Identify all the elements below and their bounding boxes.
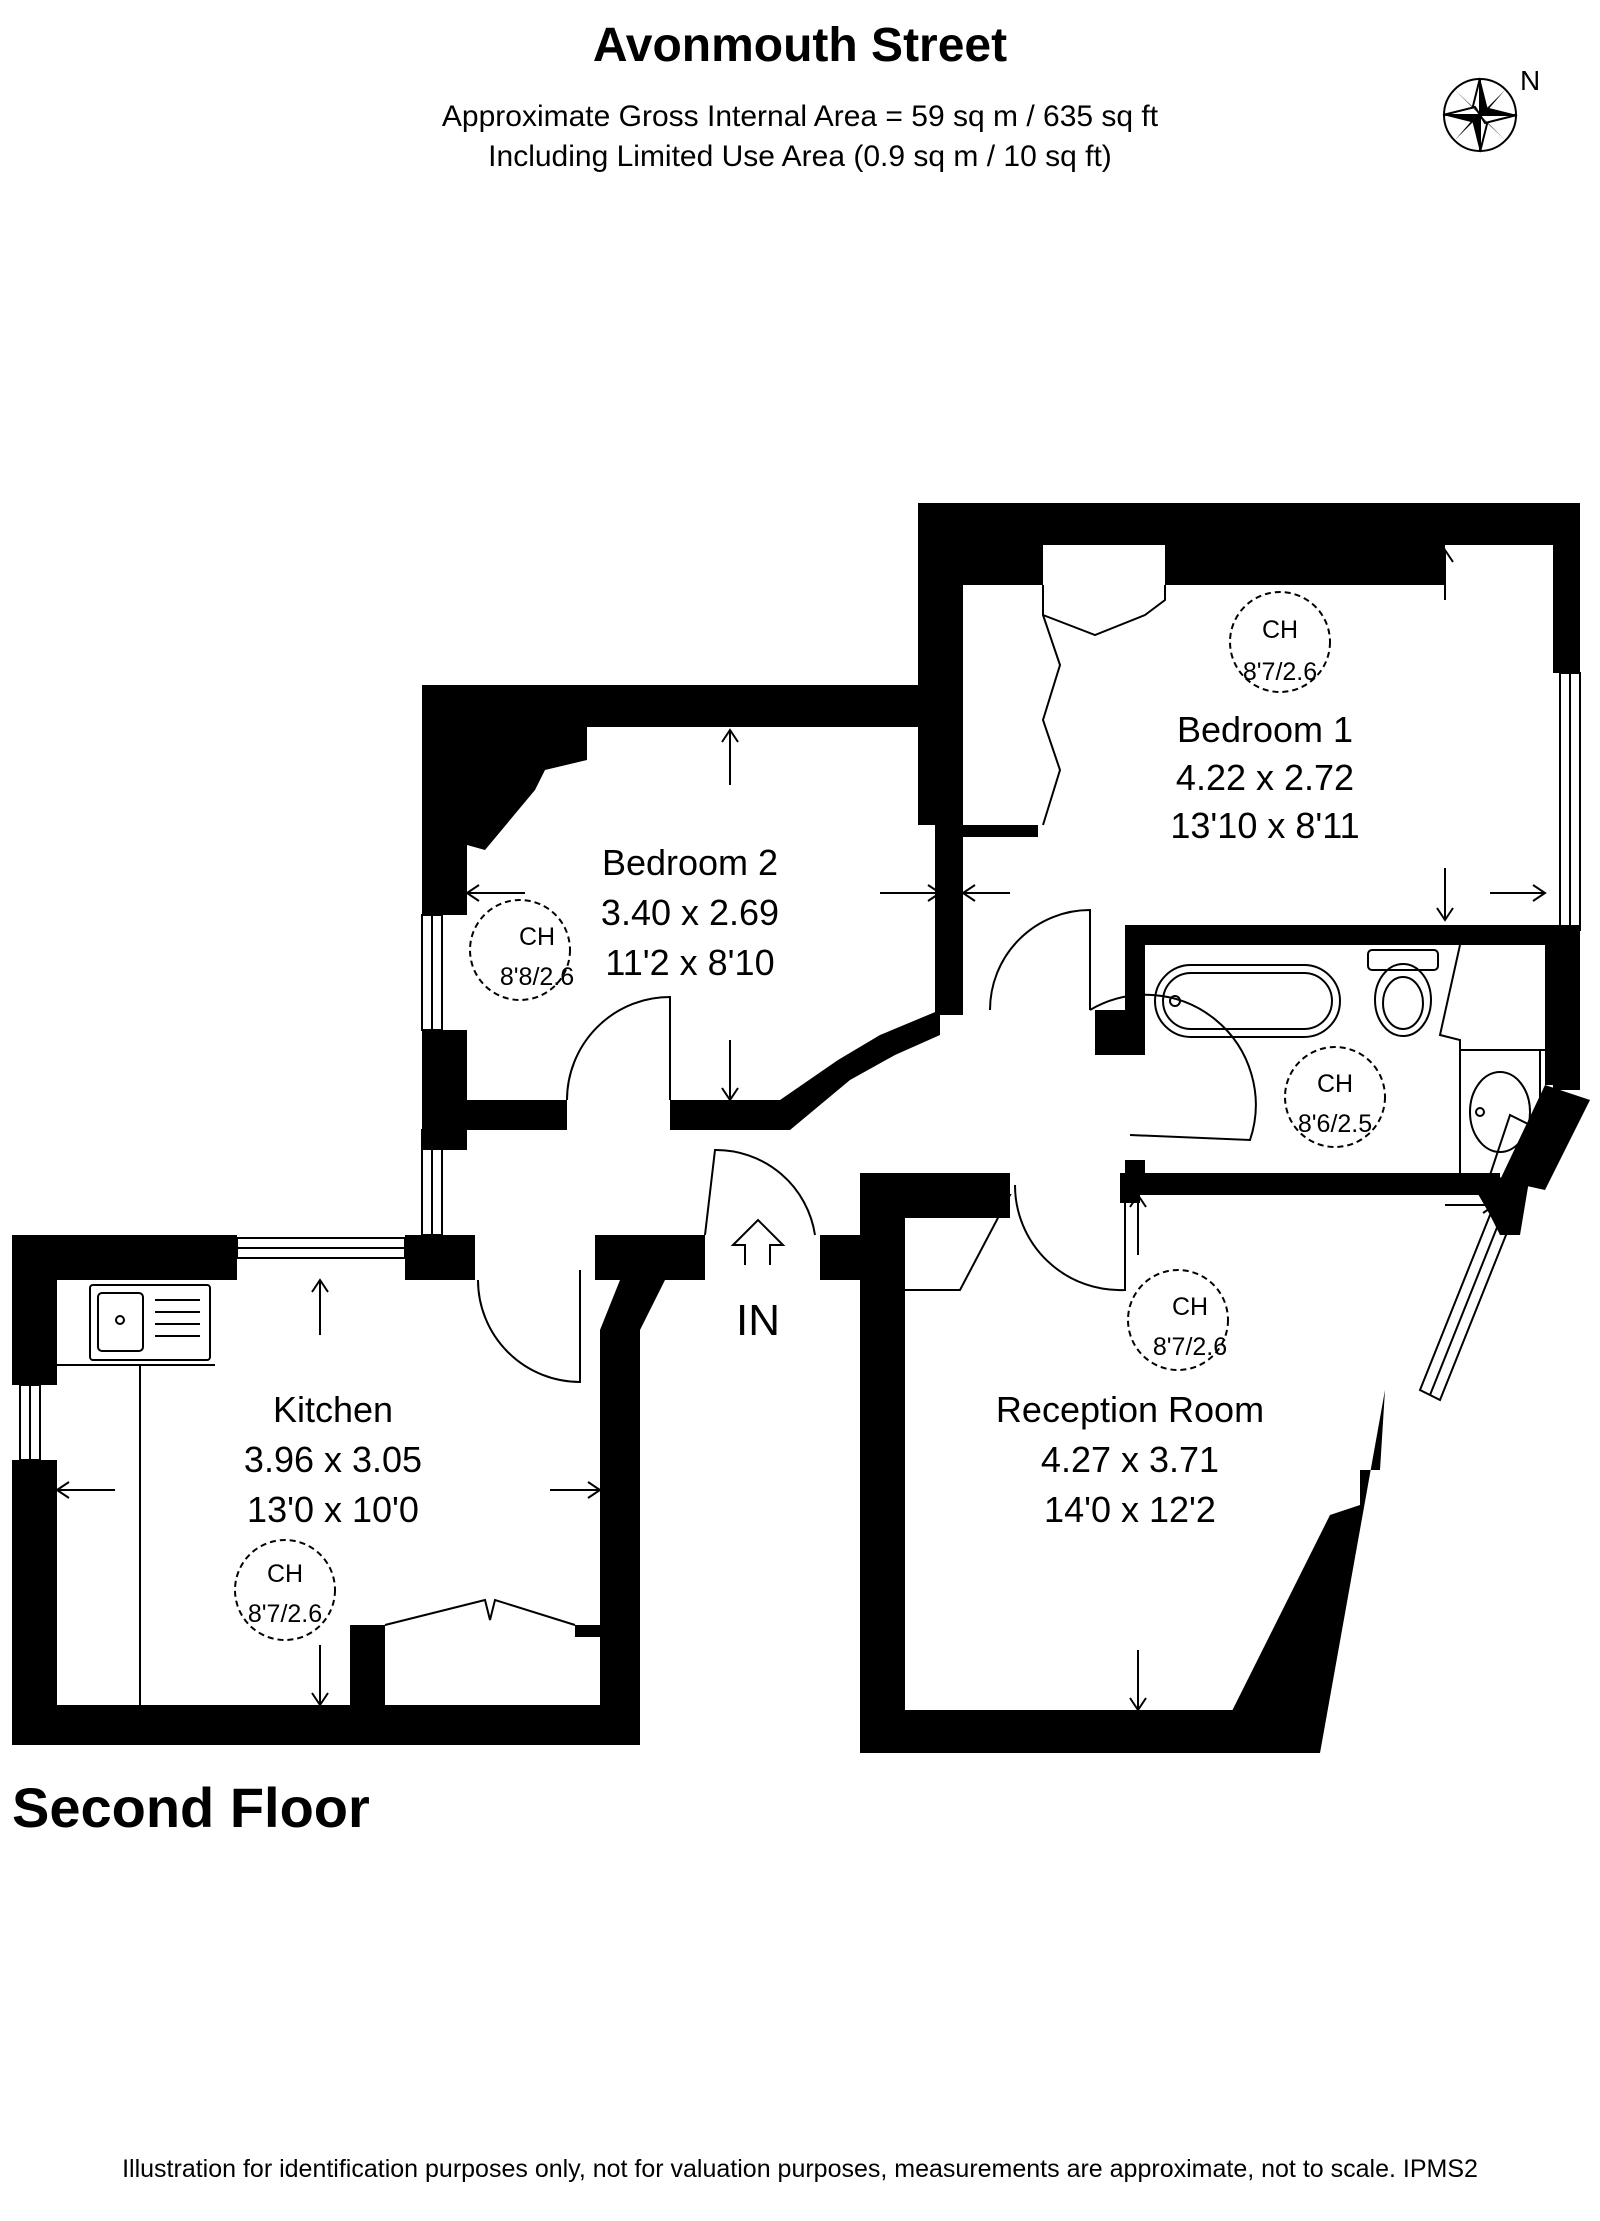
reception-name: Reception Room bbox=[996, 1389, 1264, 1430]
reception-window bbox=[1418, 1113, 1532, 1402]
kitchen-metric: 3.96 x 3.05 bbox=[244, 1439, 422, 1480]
compass-north-label: N bbox=[1520, 65, 1540, 96]
kitchen-ch-circle bbox=[234, 1539, 336, 1641]
sink-icon bbox=[89, 1284, 211, 1361]
kitchen-cupboard-doors bbox=[384, 1598, 576, 1626]
bedroom1-ch-label: CH bbox=[1262, 616, 1298, 644]
reception-metric: 4.27 x 3.71 bbox=[1041, 1439, 1219, 1480]
bedroom1-ch-value: 8'7/2.6 bbox=[1243, 658, 1317, 686]
reception-walls bbox=[860, 1173, 1530, 1753]
limited-use-area-text: Including Limited Use Area (0.9 sq m / 1… bbox=[488, 140, 1112, 173]
bedroom2-imperial: 11'2 x 8'10 bbox=[605, 942, 774, 983]
kitchen-imperial: 13'0 x 10'0 bbox=[247, 1489, 419, 1530]
reception-ch-value: 8'7/2.6 bbox=[1153, 1333, 1227, 1361]
bathroom-ch-value: 8'6/2.5 bbox=[1298, 1110, 1372, 1138]
toilet-icon bbox=[1367, 949, 1439, 1037]
bedroom2-ch-circle bbox=[469, 899, 571, 1001]
bedroom1-door bbox=[989, 908, 1257, 1142]
bathroom-cupboard-door bbox=[1438, 944, 1545, 1051]
bedroom2-door bbox=[566, 995, 671, 1101]
bathroom-ch-circle bbox=[1284, 1046, 1386, 1148]
entrance-door bbox=[704, 1148, 816, 1236]
kitchen-walls bbox=[12, 1235, 665, 1745]
reception-ch-label: CH bbox=[1172, 1293, 1208, 1321]
plan-title: Avonmouth Street bbox=[592, 19, 1008, 72]
bathroom-ch-label: CH bbox=[1317, 1070, 1353, 1098]
dimension-arrows bbox=[55, 548, 1547, 1712]
kitchen-name: Kitchen bbox=[273, 1389, 393, 1430]
reception-imperial: 14'0 x 12'2 bbox=[1044, 1489, 1216, 1530]
disclaimer-text: Illustration for identification purposes… bbox=[122, 2155, 1478, 2183]
bedroom1-ch-circle bbox=[1229, 591, 1331, 693]
bathroom-walls bbox=[1095, 925, 1590, 1190]
kitchen-ch-value: 8'7/2.6 bbox=[248, 1600, 322, 1628]
reception-ch-circle bbox=[1127, 1269, 1229, 1371]
bedroom2-window bbox=[421, 914, 443, 1031]
reception-cupboard bbox=[905, 1194, 1012, 1291]
entrance-label: IN bbox=[736, 1296, 780, 1345]
bedroom2-walls bbox=[422, 685, 962, 1140]
gross-area-text: Approximate Gross Internal Area = 59 sq … bbox=[441, 100, 1159, 133]
bedroom1-metric: 4.22 x 2.72 bbox=[1176, 757, 1354, 798]
bedroom2-name: Bedroom 2 bbox=[602, 842, 778, 883]
kitchen-door bbox=[477, 1270, 581, 1384]
kitchen-counter bbox=[57, 1364, 215, 1705]
bedroom2-ch-value: 8'8/2.6 bbox=[500, 963, 574, 991]
bedroom2-ch-label: CH bbox=[519, 923, 555, 951]
compass-icon bbox=[1442, 77, 1518, 153]
entrance-arrow-icon bbox=[730, 1218, 786, 1265]
bedroom1-name: Bedroom 1 bbox=[1177, 709, 1353, 750]
bedroom1-imperial: 13'10 x 8'11 bbox=[1170, 805, 1359, 846]
bedroom1-window bbox=[1559, 672, 1581, 931]
floor-label: Second Floor bbox=[12, 1776, 370, 1839]
bedroom2-metric: 3.40 x 2.69 bbox=[601, 892, 779, 933]
kitchen-window bbox=[19, 1237, 406, 1461]
reception-door bbox=[1013, 1184, 1126, 1292]
kitchen-ch-label: CH bbox=[267, 1560, 303, 1588]
bedroom1-wardrobe bbox=[1041, 585, 1166, 826]
bathtub-icon bbox=[1154, 964, 1341, 1038]
